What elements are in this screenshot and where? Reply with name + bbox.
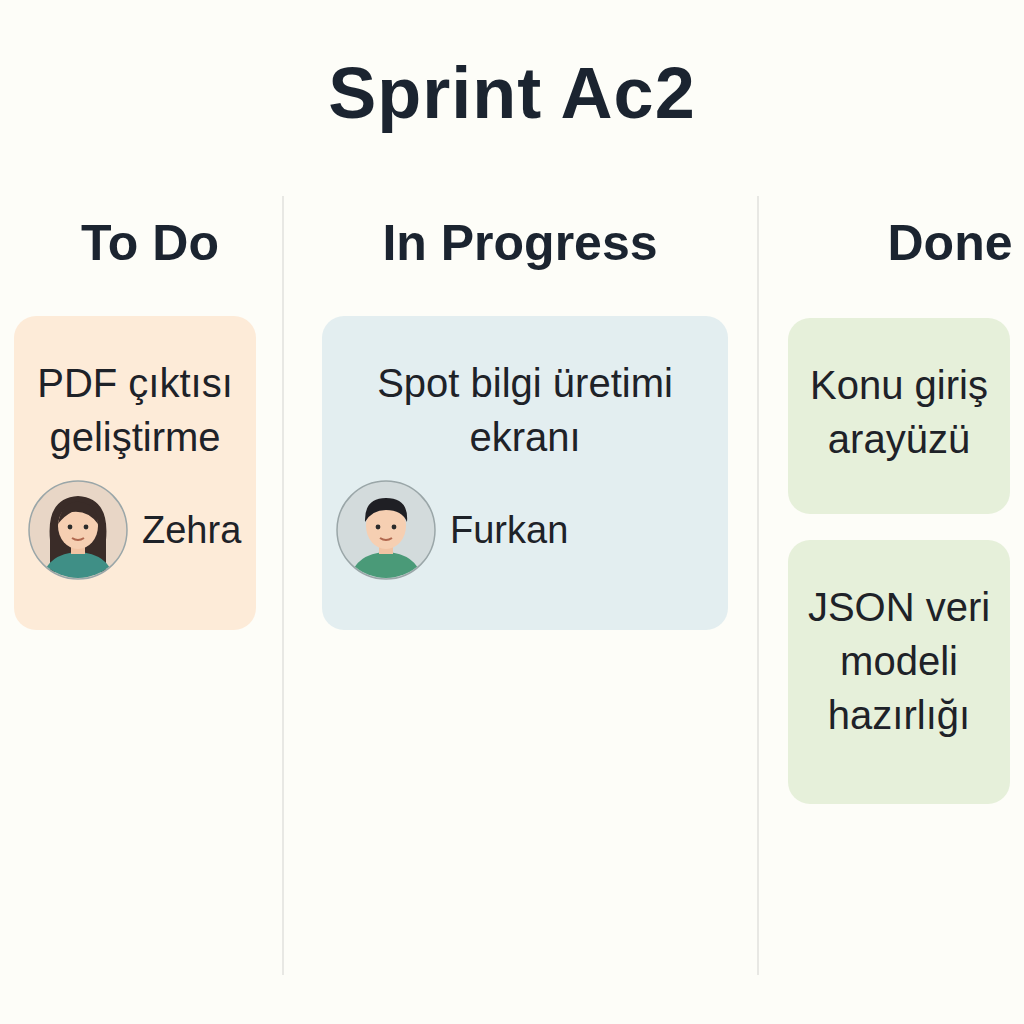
column-heading: To Do (81, 214, 219, 272)
task-title: PDF çıktısı geliştirme (28, 356, 242, 464)
task-card: Spot bilgi üretimi ekranıFurkan (322, 316, 728, 630)
task-title: Spot bilgi üretimi ekranı (336, 356, 714, 464)
task-card: Konu giriş arayüzü (788, 318, 1010, 514)
task-title: JSON veri modeli hazırlığı (802, 580, 996, 742)
column-heading: Done (888, 214, 1013, 272)
task-card: JSON veri modeli hazırlığı (788, 540, 1010, 804)
avatar-icon (28, 480, 128, 580)
avatar (28, 480, 128, 580)
assignee: Furkan (336, 480, 568, 580)
divider-line (282, 196, 284, 975)
assignee: Zehra (28, 480, 241, 580)
task-title: Konu giriş arayüzü (802, 358, 996, 466)
avatar-icon (336, 480, 436, 580)
assignee-name: Zehra (142, 509, 241, 552)
assignee-name: Furkan (450, 509, 568, 552)
column-heading: In Progress (382, 214, 657, 272)
avatar (336, 480, 436, 580)
board-title: Sprint Ac2 (328, 52, 695, 134)
task-card: PDF çıktısı geliştirmeZehra (14, 316, 256, 630)
divider-line (757, 196, 759, 975)
